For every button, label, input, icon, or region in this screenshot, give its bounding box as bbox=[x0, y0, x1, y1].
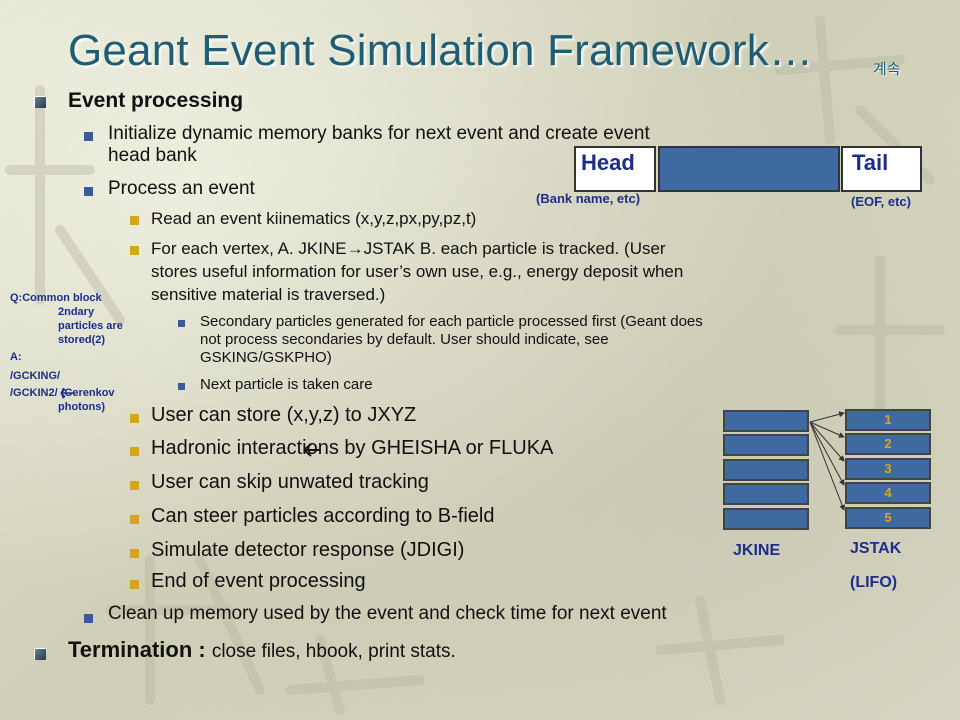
bullet-icon bbox=[84, 187, 93, 196]
event-processing-heading: Event processing bbox=[68, 89, 244, 112]
bullet-icon bbox=[34, 648, 46, 660]
secondary-line3: GSKING/GSKPHO) bbox=[200, 349, 332, 366]
jkine-label: JKINE bbox=[733, 542, 781, 559]
title-suffix: 계속 bbox=[873, 61, 901, 78]
vertex-line1: For each vertex, A. JKINE→JSTAK B. each … bbox=[151, 239, 666, 258]
bullet-icon bbox=[130, 414, 139, 423]
head-box bbox=[574, 146, 656, 192]
jstak-slot-1: 1 bbox=[845, 409, 931, 431]
tail-label: Tail bbox=[852, 150, 889, 175]
jkine-slot bbox=[723, 410, 809, 432]
termination-label: Termination : bbox=[68, 637, 212, 662]
lifo-label: (LIFO) bbox=[850, 574, 898, 591]
termination-text: close files, hbook, print stats. bbox=[211, 641, 456, 662]
simulate-detector: Simulate detector response (JDIGI) bbox=[151, 539, 465, 561]
left-arrow-icon bbox=[60, 388, 73, 398]
bullet-icon bbox=[130, 549, 139, 558]
init-line2: head bank bbox=[108, 145, 197, 166]
left-arrow-icon bbox=[303, 443, 320, 457]
next-particle: Next particle is taken care bbox=[200, 376, 373, 393]
note-q-line4: stored(2) bbox=[58, 334, 106, 346]
bullet-icon bbox=[84, 614, 93, 623]
jstak-slot-4: 4 bbox=[845, 482, 931, 504]
note-a-label: A: bbox=[10, 351, 22, 363]
init-line1: Initialize dynamic memory banks for next… bbox=[108, 123, 650, 144]
jstak-slot-3: 3 bbox=[845, 458, 931, 480]
note-q-line2: 2ndary bbox=[58, 306, 95, 318]
bullet-icon bbox=[130, 216, 139, 225]
tail-box bbox=[841, 146, 922, 192]
bullet-icon bbox=[130, 515, 139, 524]
bullet-icon bbox=[34, 96, 46, 108]
vertex-line2: stores useful information for user’s own… bbox=[151, 262, 684, 281]
stack-arrows bbox=[809, 411, 845, 511]
bullet-icon bbox=[178, 383, 185, 390]
bullet-icon bbox=[130, 580, 139, 589]
steer-particles: Can steer particles according to B-field bbox=[151, 505, 495, 527]
skip-tracking: User can skip unwated tracking bbox=[151, 471, 429, 493]
jkine-slot bbox=[723, 483, 809, 505]
secondary-line2: not process secondaries by default. User… bbox=[200, 331, 609, 348]
tail-note: (EOF, etc) bbox=[851, 194, 911, 209]
bank-body-box bbox=[658, 146, 840, 192]
hadronic: Hadronic interactions by GHEISHA or FLUK… bbox=[151, 437, 554, 459]
secondary-line1: Secondary particles generated for each p… bbox=[200, 313, 703, 330]
jkine-slot bbox=[723, 434, 809, 456]
read-kinematics: Read an event kiinematics (x,y,z,px,py,p… bbox=[151, 209, 477, 228]
note-q-line1: Q:Common block bbox=[10, 292, 102, 304]
note-q-line3: particles are bbox=[58, 320, 123, 332]
store-xyz: User can store (x,y,z) to JXYZ bbox=[151, 404, 417, 426]
bullet-icon bbox=[130, 447, 139, 456]
termination-line: Termination : close files, hbook, print … bbox=[68, 637, 456, 663]
head-label: Head bbox=[581, 150, 635, 175]
bullet-icon bbox=[130, 246, 139, 255]
note-gcking: /GCKING/ bbox=[10, 370, 61, 382]
bullet-icon bbox=[178, 320, 185, 327]
jkine-slot bbox=[723, 459, 809, 481]
bullet-icon bbox=[130, 481, 139, 490]
end-event: End of event processing bbox=[151, 570, 366, 592]
head-note: (Bank name, etc) bbox=[536, 191, 641, 206]
jkine-slot bbox=[723, 508, 809, 530]
note-photons: photons) bbox=[58, 401, 106, 413]
jstak-slot-5: 5 bbox=[845, 507, 931, 529]
vertex-line3: sensitive material is traversed.) bbox=[151, 285, 386, 304]
jstak-slot-2: 2 bbox=[845, 433, 931, 455]
process-event: Process an event bbox=[108, 178, 255, 199]
jstak-label: JSTAK bbox=[850, 540, 902, 557]
bullet-icon bbox=[84, 132, 93, 141]
cleanup: Clean up memory used by the event and ch… bbox=[108, 603, 667, 624]
slide-title: Geant Event Simulation Framework… bbox=[68, 26, 814, 75]
